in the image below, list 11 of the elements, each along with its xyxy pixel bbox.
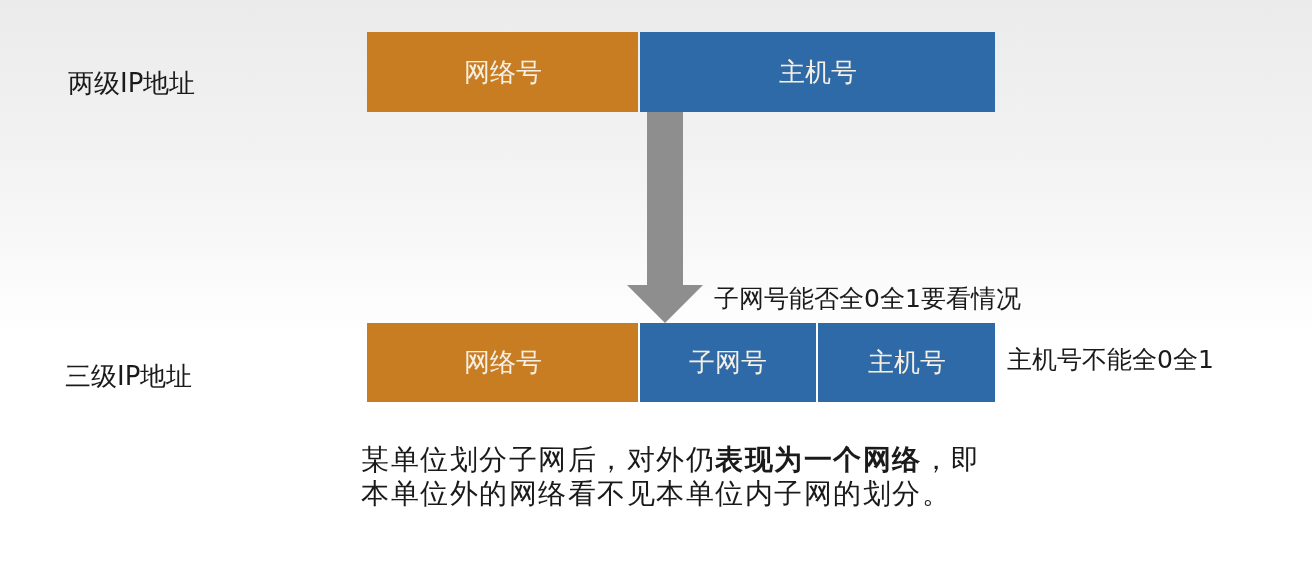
note-text: 主机号不能全0全1	[1007, 344, 1214, 376]
address-field-segment: 主机号	[818, 323, 995, 402]
description-paragraph: 某单位划分子网后，对外仍表现为一个网络，即本单位外的网络看不见本单位内子网的划分。	[361, 443, 982, 511]
row-title: 两级IP地址	[68, 67, 196, 100]
address-field-segment: 主机号	[640, 32, 995, 112]
note-text: 子网号能否全0全1要看情况	[714, 283, 1021, 315]
arrow	[627, 112, 703, 323]
address-field-segment: 网络号	[367, 323, 638, 402]
address-field-segment: 子网号	[640, 323, 816, 402]
row-title: 三级IP地址	[65, 360, 193, 393]
address-field-segment: 网络号	[367, 32, 638, 112]
